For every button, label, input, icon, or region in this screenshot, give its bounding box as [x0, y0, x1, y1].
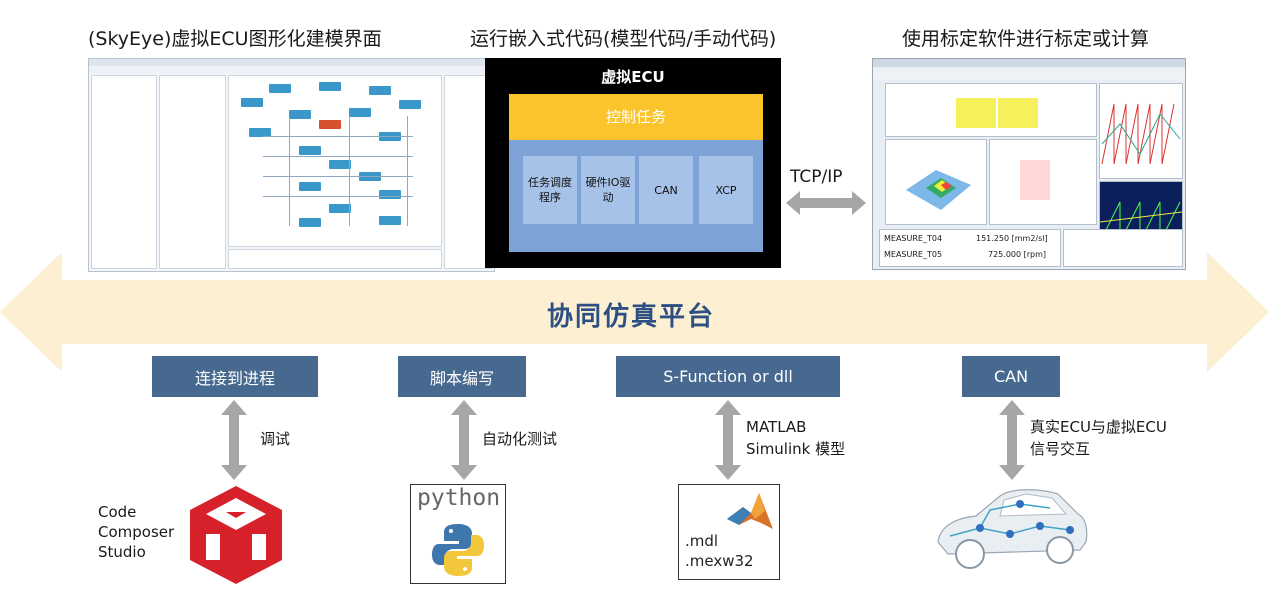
debug-label: 调试 [260, 430, 291, 448]
sfunction-dll-button[interactable]: S-Function or dll [616, 356, 840, 397]
can-label-line1: 真实ECU与虚拟ECU [1030, 418, 1167, 436]
calibration-screenshot: MEASURE_T04 151.250 [mm2/sl] MEASURE_T05… [872, 58, 1186, 270]
calibration-table [885, 83, 1097, 137]
ccs-text-line2: Composer [98, 523, 175, 541]
tcp-ip-label: TCP/IP [790, 167, 843, 187]
debug-double-arrow [221, 400, 247, 480]
ccs-text-line1: Code [98, 503, 137, 521]
can-label-line2: 信号交互 [1030, 440, 1091, 458]
ccs-text: Code Composer Studio [98, 502, 174, 562]
measurement-readout: MEASURE_T04 151.250 [mm2/sl] MEASURE_T05… [879, 229, 1061, 267]
matlab-label-line1: MATLAB [746, 418, 807, 436]
vehicle-ecu-network-icon [937, 489, 1088, 569]
simulink-double-arrow [715, 400, 741, 480]
python-logo-icon [432, 524, 484, 576]
ecu-services-block: 任务调度程序 硬件IO驱动 CAN XCP [509, 140, 763, 252]
readout-row2-value: 725.000 [rpm] [988, 250, 1047, 259]
autotest-label: 自动化测试 [482, 430, 558, 448]
virtual-ecu-box: 虚拟ECU 控制任务 任务调度程序 硬件IO驱动 CAN XCP [485, 58, 781, 268]
ecu-cell-can: CAN [639, 156, 693, 224]
readout-row2-name: MEASURE_T05 [884, 250, 943, 259]
ccs-text-line3: Studio [98, 543, 146, 561]
mexw32-ext: .mexw32 [685, 552, 754, 570]
control-task-block: 控制任务 [509, 94, 763, 140]
virtual-ecu-title: 虚拟ECU [601, 68, 665, 86]
readout-row1-name: MEASURE_T04 [884, 234, 943, 243]
simulink-label-line2: Simulink 模型 [746, 440, 846, 458]
project-tree-panel [91, 75, 157, 269]
caption-embedded-code: 运行嵌入式代码(模型代码/手动代码) [470, 28, 777, 50]
matlab-file-ext: .mdl .mexw32 [685, 531, 754, 571]
ecu-cell-io-driver: 硬件IO驱动 [581, 156, 635, 224]
python-wordmark: python [417, 485, 501, 511]
platform-label: 协同仿真平台 [547, 302, 716, 332]
caption-calibration: 使用标定软件进行标定或计算 [902, 28, 1150, 50]
signal-plot [1099, 83, 1183, 179]
code-composer-studio-icon [190, 486, 282, 584]
ecu-cell-scheduler: 任务调度程序 [523, 156, 577, 224]
skyeye-screenshot [88, 58, 495, 272]
caption-skyeye-modeling: (SkyEye)虚拟ECU图形化建模界面 [88, 28, 382, 50]
matlab-file-box: .mdl .mexw32 [678, 484, 780, 580]
platform-arrow [0, 252, 1269, 372]
surface-plot [885, 139, 987, 225]
ecu-cell-xcp: XCP [699, 156, 753, 224]
python-tool-box: python [410, 484, 506, 584]
map-value-grid [989, 139, 1097, 225]
can-button[interactable]: CAN [962, 356, 1060, 397]
matlab-logo-icon [727, 493, 773, 529]
autotest-double-arrow [451, 400, 477, 480]
readout-row1-value: 151.250 [mm2/sl] [976, 234, 1048, 243]
tcp-ip-double-arrow [786, 191, 866, 215]
can-double-arrow [999, 400, 1025, 480]
mdl-ext: .mdl [685, 532, 719, 550]
signal-list-panel [1063, 229, 1183, 267]
console-panel [228, 249, 442, 269]
connect-process-button[interactable]: 连接到进程 [152, 356, 318, 397]
scripting-button[interactable]: 脚本编写 [398, 356, 526, 397]
component-panel [159, 75, 226, 269]
model-canvas [228, 75, 442, 247]
